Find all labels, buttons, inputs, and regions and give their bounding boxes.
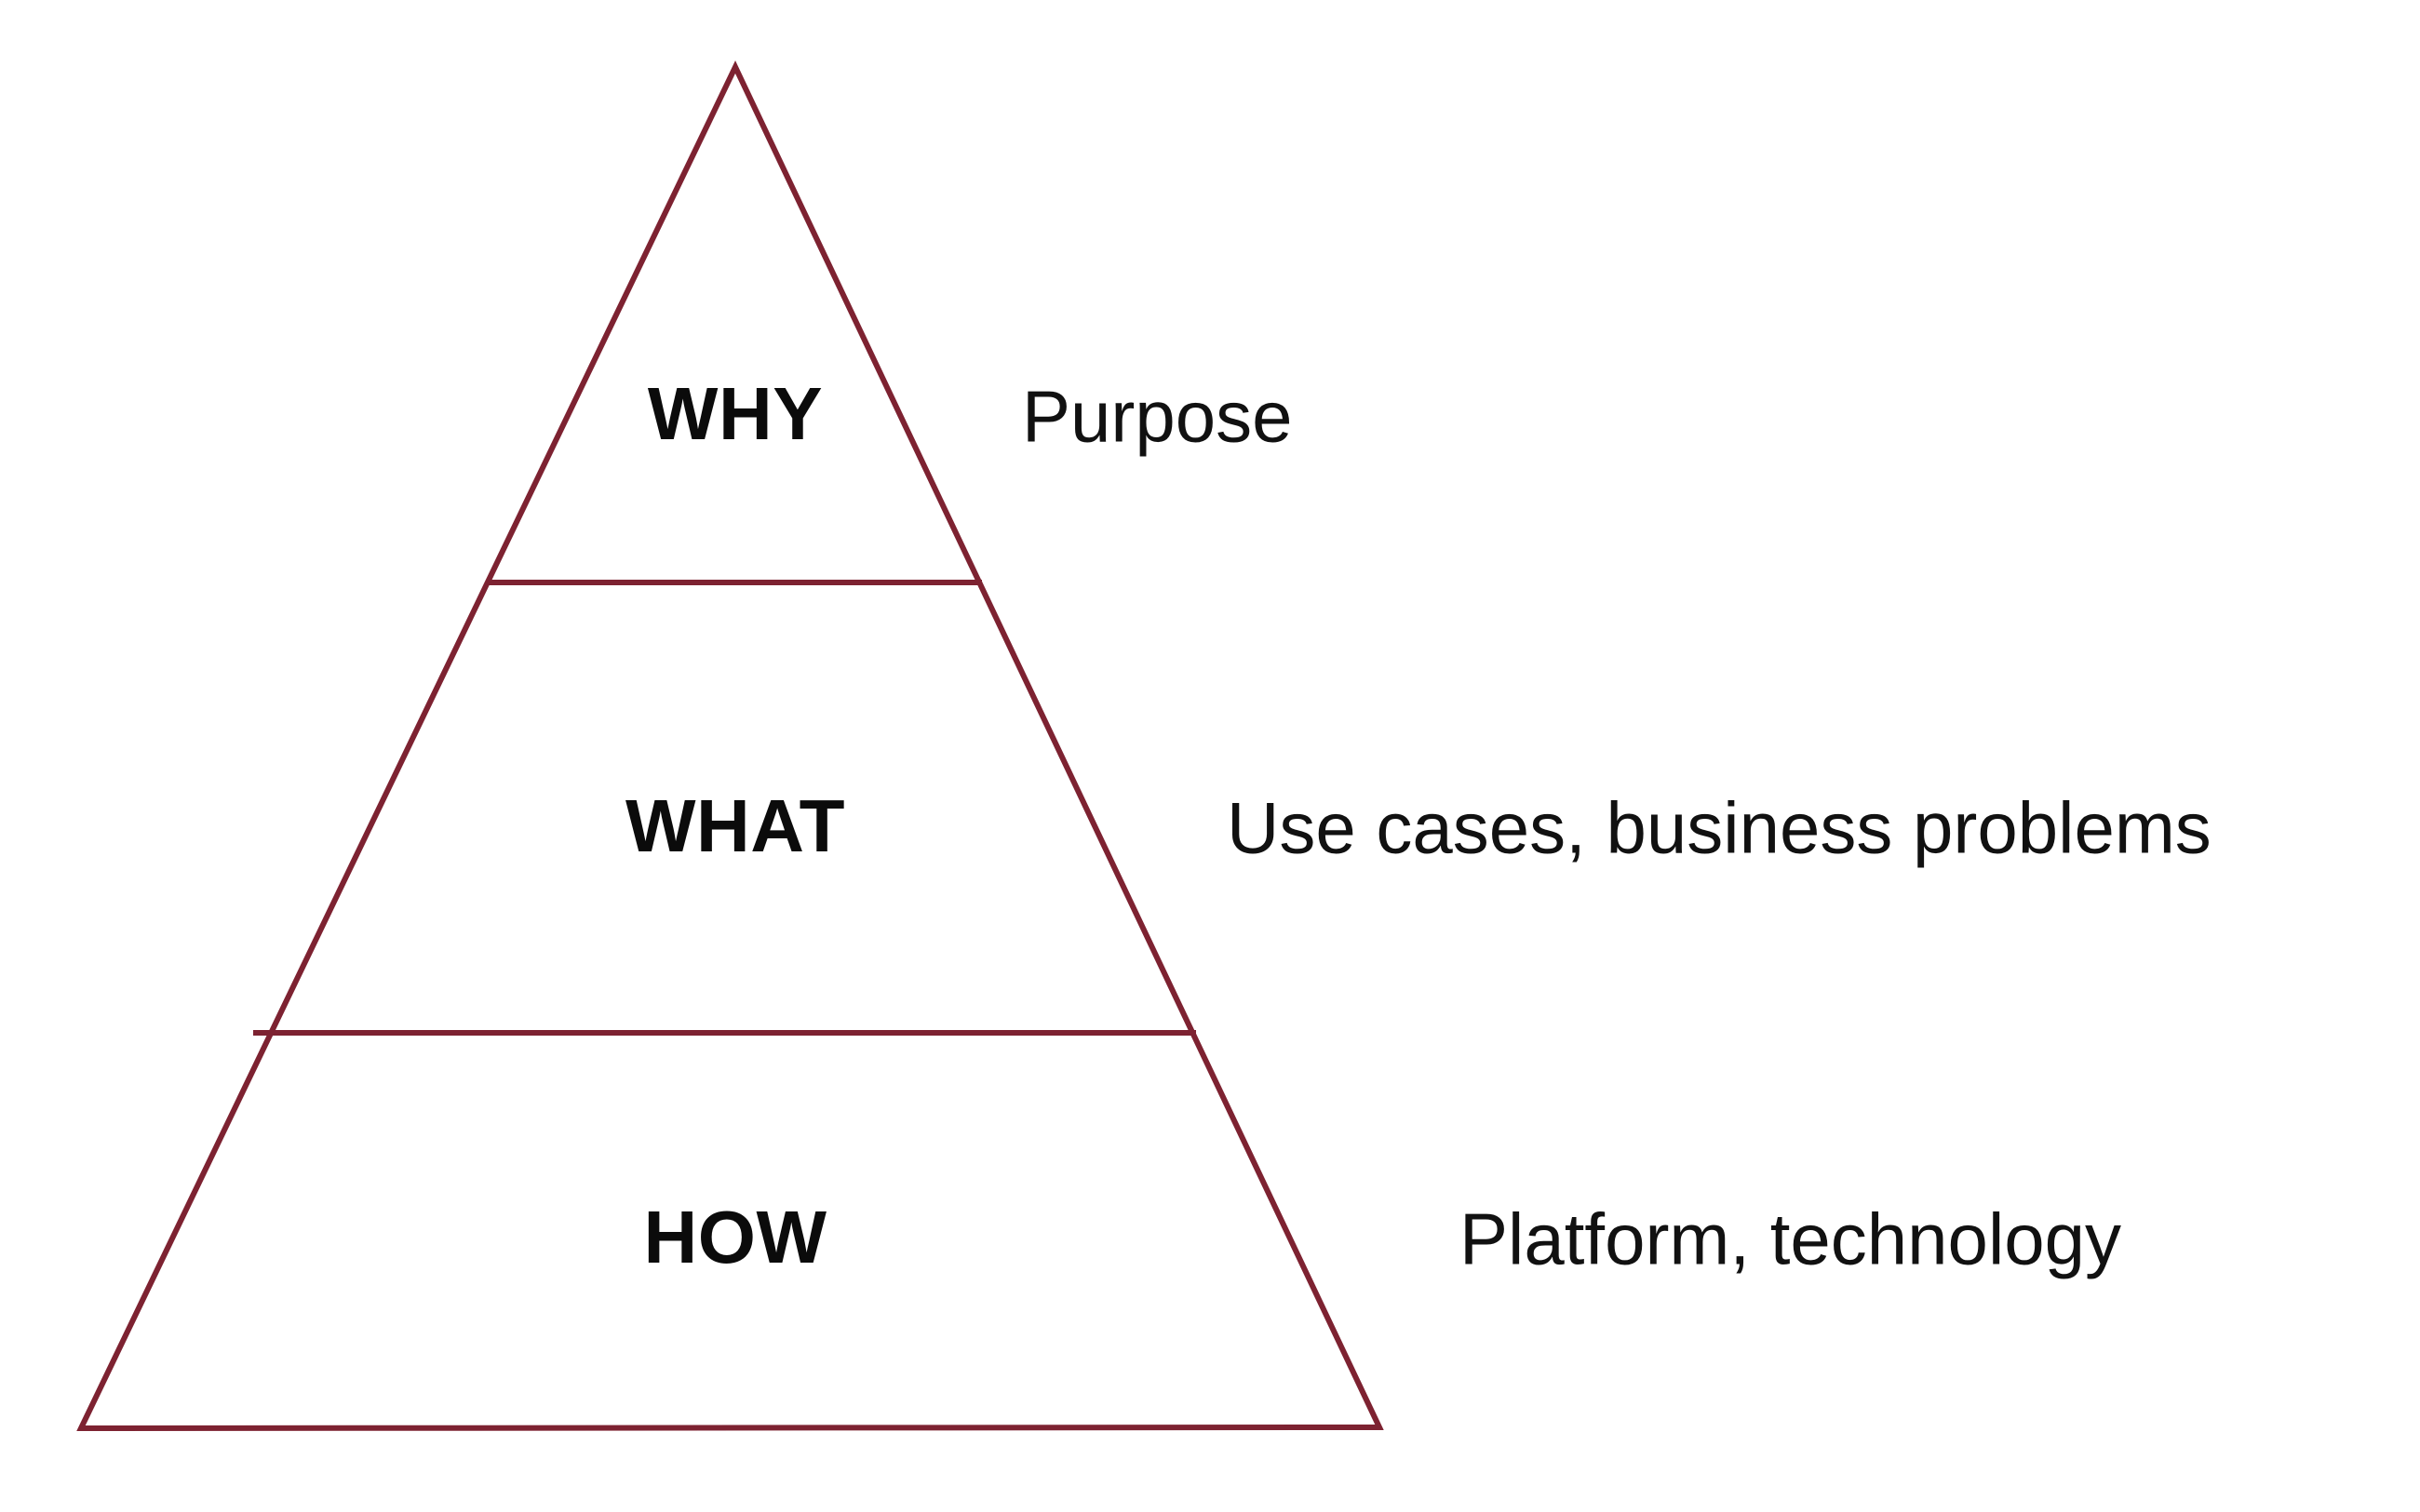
pyramid-outline <box>76 60 1384 1432</box>
tier-label-what: WHAT <box>625 784 845 867</box>
tier-label-how: HOW <box>643 1196 827 1278</box>
tier-description-why: Purpose <box>1022 375 1293 458</box>
tier-label-why: WHY <box>647 372 824 455</box>
tier-description-how: Platform, technology <box>1459 1198 2122 1280</box>
tier-description-what: Use cases, business problems <box>1227 786 2212 869</box>
